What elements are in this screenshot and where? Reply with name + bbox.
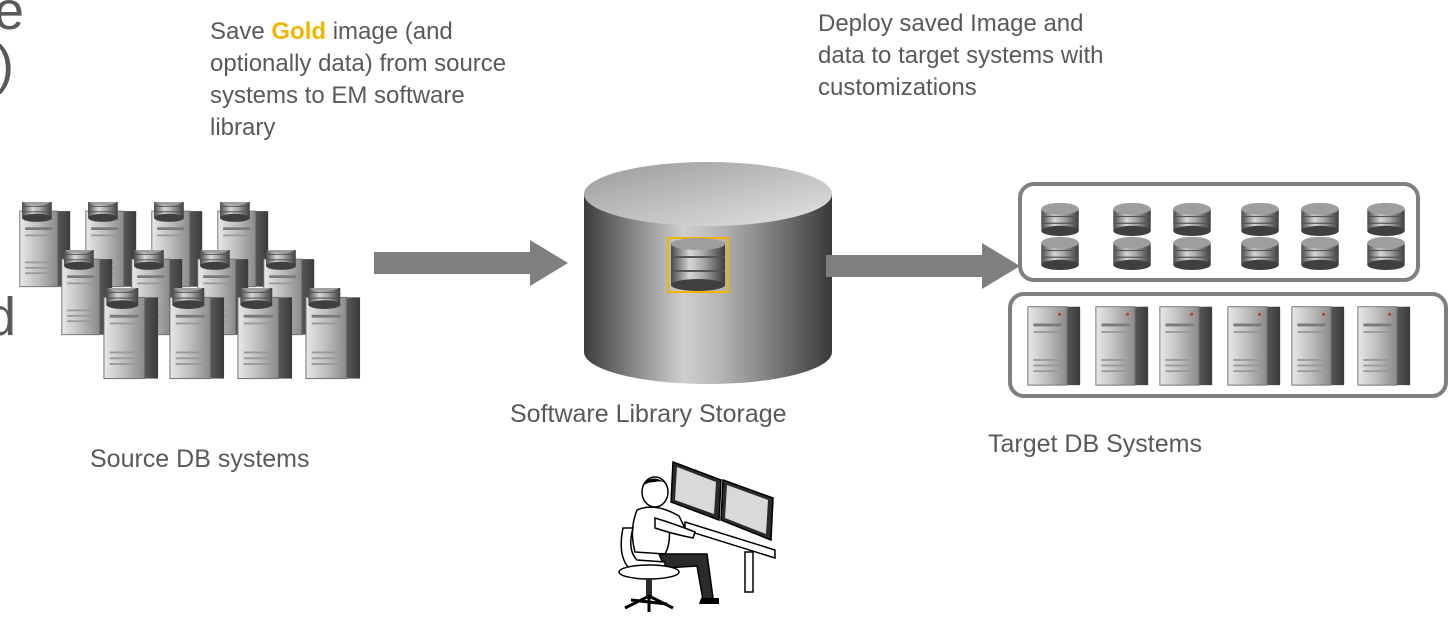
save-step-line-4: library bbox=[210, 114, 276, 141]
gold-highlight: Gold bbox=[271, 18, 327, 45]
target-server-group bbox=[1008, 292, 1448, 398]
save-step-line-3: systems to EM software bbox=[210, 82, 465, 109]
target-db-label: Target DB Systems bbox=[988, 430, 1202, 458]
arrow-to-library bbox=[374, 240, 568, 286]
library-label: Software Library Storage bbox=[510, 400, 787, 428]
database-disk-icon bbox=[1040, 202, 1406, 270]
deploy-step-text: Deploy saved Image and data to target sy… bbox=[818, 8, 1238, 104]
storage-cylinder-icon bbox=[584, 162, 832, 384]
deploy-step-line-1: Deploy saved Image and bbox=[818, 10, 1084, 37]
save-step-text: Save Gold image (and optionally data) fr… bbox=[210, 16, 650, 144]
edge-text-fragment-3: d bbox=[0, 287, 17, 347]
save-step-line-1: Save Gold image (and bbox=[210, 18, 453, 45]
deploy-step-line-3: customizations bbox=[818, 74, 977, 101]
deploy-step-line-2: data to target systems with bbox=[818, 42, 1104, 69]
target-database-group bbox=[1018, 182, 1420, 282]
edge-text-fragment-2: ) bbox=[0, 38, 14, 92]
server-tower-icon bbox=[18, 196, 368, 391]
source-db-label: Source DB systems bbox=[90, 445, 310, 473]
server-tower-icon bbox=[1027, 306, 1411, 386]
edge-text-fragment-1: e bbox=[0, 0, 25, 41]
save-step-line-2: optionally data) from source bbox=[210, 50, 507, 77]
arrow-to-targets bbox=[826, 243, 1020, 289]
database-disk-icon bbox=[667, 237, 729, 293]
administrator-workstation-icon bbox=[618, 460, 776, 612]
source-db-cluster bbox=[18, 196, 368, 391]
